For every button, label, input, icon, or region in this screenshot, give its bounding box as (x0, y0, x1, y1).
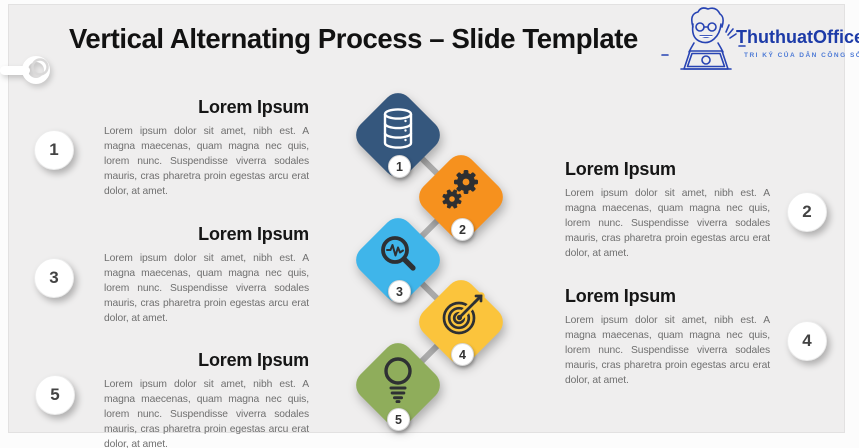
database-icon (383, 108, 413, 149)
step-body: Lorem ipsum dolor sit amet, nibh est. A … (104, 126, 309, 197)
step-heading: Lorem Ipsum (565, 286, 676, 306)
step-heading: Lorem Ipsum (565, 159, 676, 179)
diamond-number-badge: 4 (451, 343, 474, 366)
diamond-number-badge: 2 (451, 218, 474, 241)
ring-bar-decoration-icon (0, 56, 50, 84)
step-2-text-block: Lorem Ipsum Lorem ipsum dolor sit amet, … (565, 159, 770, 262)
step-1-number-circle: 1 (34, 130, 74, 170)
process-diamond-2 (412, 148, 510, 246)
diamond-number-badge: 1 (388, 155, 411, 178)
slide-title: Vertical Alternating Process – Slide Tem… (69, 23, 638, 54)
step-body: Lorem ipsum dolor sit amet, nibh est. A … (565, 188, 770, 259)
process-diamond-5 (349, 336, 447, 434)
step-heading: Lorem Ipsum (198, 97, 309, 117)
step-heading: Lorem Ipsum (198, 350, 309, 370)
step-5-text-block: Lorem Ipsum Lorem ipsum dolor sit amet, … (104, 350, 309, 448)
gears-icon (442, 170, 478, 209)
step-3-number-circle: 3 (34, 258, 74, 298)
step-5-number-circle: 5 (35, 375, 75, 415)
process-diamond-1 (349, 86, 447, 184)
step-2-number-circle: 2 (787, 192, 827, 232)
step-1-text-block: Lorem Ipsum Lorem ipsum dolor sit amet, … (104, 97, 309, 200)
step-body: Lorem ipsum dolor sit amet, nibh est. A … (565, 315, 770, 386)
logo-tagline: TRI KỶ CỦA DÂN CÔNG SỞ (744, 52, 859, 59)
process-diamond-4 (412, 273, 510, 371)
logo-wordmark: ThuthuatOffice (736, 27, 859, 47)
step-4-number-circle: 4 (787, 321, 827, 361)
diamond-number-badge: 5 (387, 408, 410, 431)
diamond-number-badge: 3 (388, 280, 411, 303)
step-body: Lorem ipsum dolor sit amet, nibh est. A … (104, 379, 309, 448)
slide-background: Vertical Alternating Process – Slide Tem… (0, 4, 859, 448)
search-pulse-icon (381, 236, 416, 271)
process-diamond-3 (349, 211, 447, 309)
target-arrow-icon (442, 292, 485, 335)
step-heading: Lorem Ipsum (198, 224, 309, 244)
step-body: Lorem ipsum dolor sit amet, nibh est. A … (104, 253, 309, 324)
step-4-text-block: Lorem Ipsum Lorem ipsum dolor sit amet, … (565, 286, 770, 389)
lightbulb-icon (384, 357, 412, 403)
step-3-text-block: Lorem Ipsum Lorem ipsum dolor sit amet, … (104, 224, 309, 327)
person-with-laptop-icon (661, 7, 746, 70)
